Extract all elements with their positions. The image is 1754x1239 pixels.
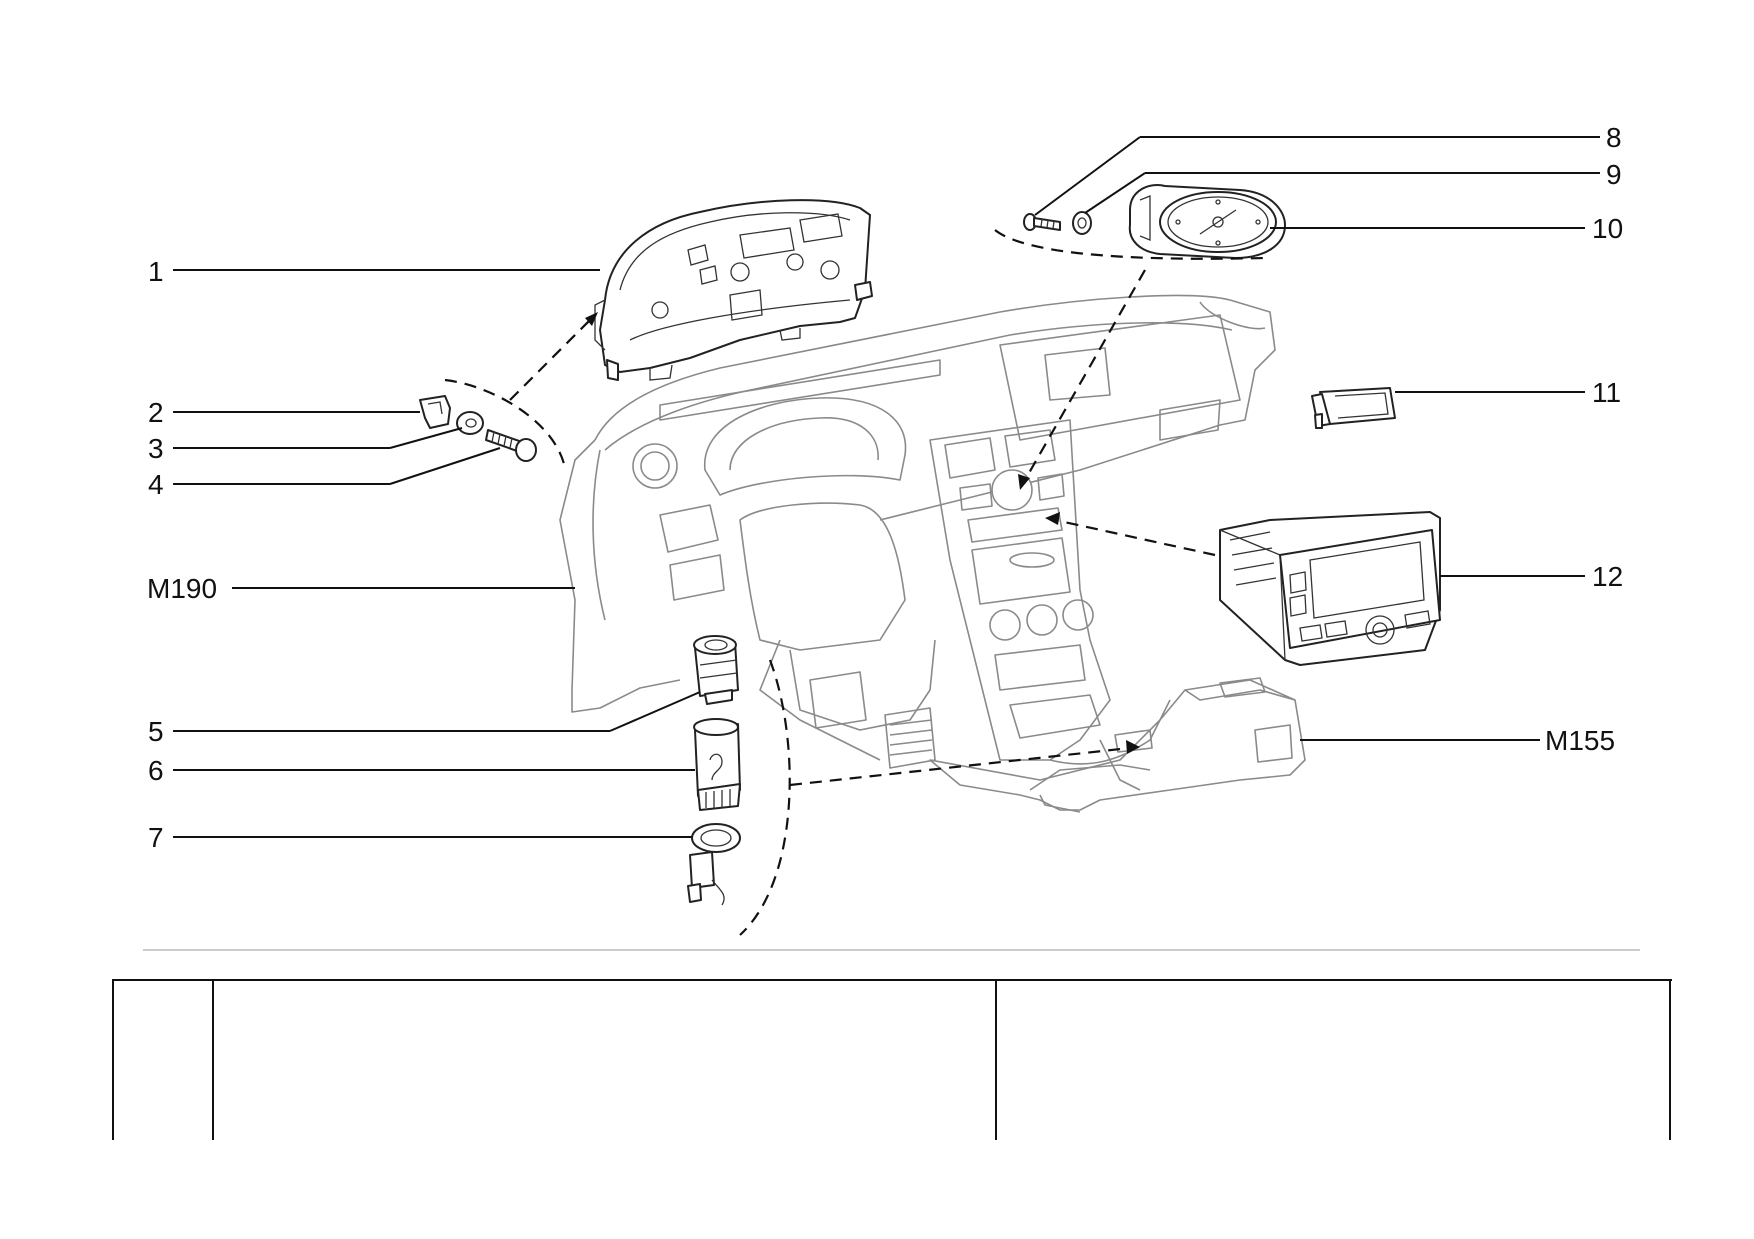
callout-1: 1 [148, 256, 164, 287]
assembly-paths [444, 229, 1266, 936]
callout-m190: M190 [147, 573, 217, 604]
callout-5: 5 [148, 716, 164, 747]
callout-7: 7 [148, 822, 164, 853]
callout-8: 8 [1606, 122, 1622, 153]
callout-2: 2 [148, 397, 164, 428]
radio-head-unit [1219, 511, 1441, 666]
screw [485, 429, 537, 462]
leader-lines [173, 136, 1600, 838]
callout-9: 9 [1606, 159, 1622, 190]
callout-12: 12 [1592, 561, 1623, 592]
callout-4: 4 [148, 469, 164, 500]
lighter-illumination-ring [687, 823, 741, 906]
clock-washer [1072, 211, 1092, 235]
washer [456, 411, 484, 435]
callout-10: 10 [1592, 213, 1623, 244]
callout-11: 11 [1592, 377, 1621, 408]
mounting-clip [419, 395, 451, 429]
switch-module [1311, 387, 1396, 429]
analog-clock [1128, 184, 1286, 259]
parts-table-frame [112, 979, 1672, 1140]
callout-6: 6 [148, 755, 164, 786]
lighter-socket [693, 718, 741, 811]
floor-console [929, 677, 1306, 813]
callout-3: 3 [148, 433, 164, 464]
instrument-cluster [594, 199, 873, 381]
callout-m155: M155 [1545, 725, 1615, 756]
callout-labels: 1 2 3 4 M190 5 6 7 8 9 10 11 12 M155 [147, 122, 1623, 853]
dashboard-panel [559, 294, 1276, 791]
cigarette-lighter-plug [693, 635, 739, 705]
clock-screw [1023, 213, 1061, 231]
